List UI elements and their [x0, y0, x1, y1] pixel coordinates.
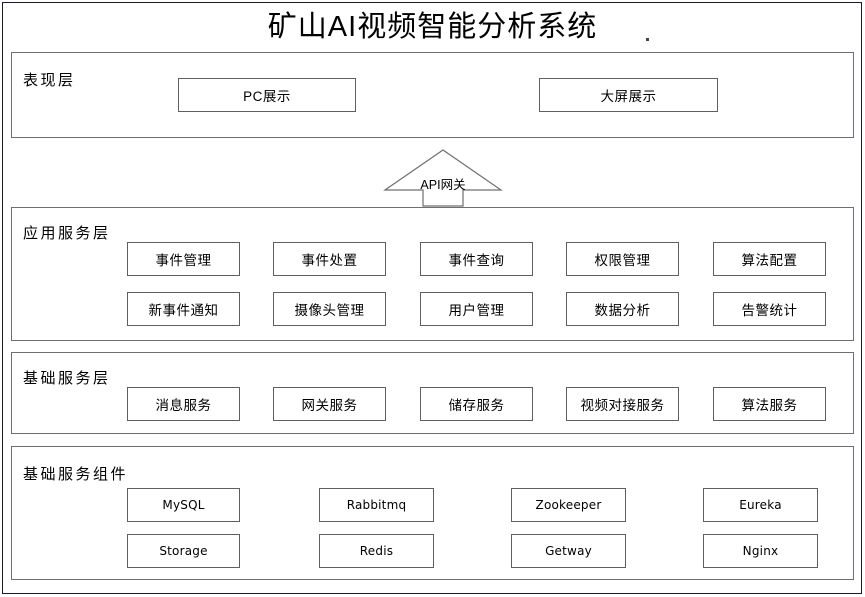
node-storage-service[interactable]: 储存服务 [420, 387, 533, 421]
node-user-management[interactable]: 用户管理 [420, 292, 533, 326]
node-camera-management[interactable]: 摄像头管理 [273, 292, 386, 326]
node-event-management[interactable]: 事件管理 [127, 242, 240, 276]
node-getway[interactable]: Getway [511, 534, 626, 568]
node-gateway-service[interactable]: 网关服务 [273, 387, 386, 421]
page-title: 矿山AI视频智能分析系统 [267, 11, 598, 43]
node-pc-display[interactable]: PC展示 [178, 78, 356, 112]
node-permission-management[interactable]: 权限管理 [566, 242, 679, 276]
node-algorithm-service[interactable]: 算法服务 [713, 387, 826, 421]
node-video-integration-service[interactable]: 视频对接服务 [566, 387, 679, 421]
layer-application: 应用服务层 事件管理 事件处置 事件查询 权限管理 算法配置 新事件通知 摄像头… [11, 207, 854, 341]
node-redis[interactable]: Redis [319, 534, 434, 568]
layer-basic-components: 基础服务组件 MySQL Rabbitmq Zookeeper Eureka S… [11, 446, 854, 580]
node-event-disposal[interactable]: 事件处置 [273, 242, 386, 276]
node-data-analysis[interactable]: 数据分析 [566, 292, 679, 326]
node-nginx[interactable]: Nginx [703, 534, 818, 568]
node-eureka[interactable]: Eureka [703, 488, 818, 522]
layer-presentation-label: 表现层 [23, 72, 76, 89]
layer-application-label: 应用服务层 [23, 225, 111, 242]
node-algorithm-config[interactable]: 算法配置 [713, 242, 826, 276]
up-arrow-icon [383, 149, 503, 207]
title-dot-artifact [646, 38, 649, 41]
node-large-screen-display[interactable]: 大屏展示 [539, 78, 718, 112]
node-new-event-notification[interactable]: 新事件通知 [127, 292, 240, 326]
node-alarm-statistics[interactable]: 告警统计 [713, 292, 826, 326]
layer-basic-components-label: 基础服务组件 [23, 466, 129, 483]
layer-presentation: 表现层 PC展示 大屏展示 [11, 52, 854, 138]
api-gateway-connector: API网关 [383, 146, 503, 208]
node-message-service[interactable]: 消息服务 [127, 387, 240, 421]
node-mysql[interactable]: MySQL [127, 488, 240, 522]
node-zookeeper[interactable]: Zookeeper [511, 488, 626, 522]
node-event-query[interactable]: 事件查询 [420, 242, 533, 276]
node-rabbitmq[interactable]: Rabbitmq [319, 488, 434, 522]
node-storage[interactable]: Storage [127, 534, 240, 568]
layer-basic-service-label: 基础服务层 [23, 370, 111, 387]
layer-basic-service: 基础服务层 消息服务 网关服务 储存服务 视频对接服务 算法服务 [11, 352, 854, 434]
